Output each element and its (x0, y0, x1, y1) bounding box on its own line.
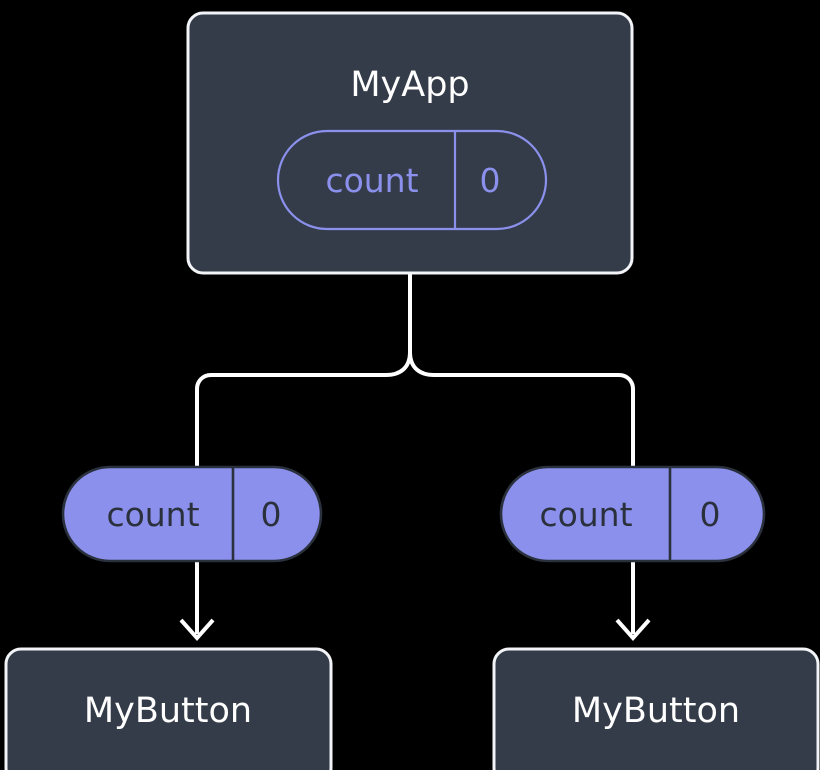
node-myapp-label: MyApp (350, 65, 469, 105)
state-pill-branch-left-shape (61, 465, 323, 563)
state-pill-root-shape (276, 129, 548, 231)
state-pill-branch-left-value: 0 (261, 495, 282, 534)
state-pill-root-key: count (325, 161, 418, 200)
state-pill-branch-right-value: 0 (700, 495, 721, 534)
node-mybutton-right-label: MyButton (572, 691, 740, 731)
state-pill-branch-right-key: count (539, 495, 632, 534)
state-pill-branch-right-shape (499, 465, 766, 563)
node-mybutton-right-box (492, 647, 820, 770)
state-pill-branch-left-key: count (106, 495, 199, 534)
node-mybutton-left-label: MyButton (84, 691, 252, 731)
state-pill-root-value: 0 (480, 161, 501, 200)
node-mybutton-right[interactable]: MyButton (492, 647, 820, 770)
state-pill-root[interactable]: count 0 (276, 129, 548, 231)
state-pill-branch-left[interactable]: count 0 (61, 465, 323, 563)
node-myapp[interactable]: MyApp count 0 (186, 11, 634, 275)
connector-arrow-right-head (615, 618, 651, 642)
connector-branch-fork (195, 274, 635, 470)
connector-arrow-left-head (179, 618, 215, 642)
node-myapp-box (186, 11, 634, 275)
node-mybutton-left[interactable]: MyButton (4, 647, 333, 770)
state-pill-branch-right[interactable]: count 0 (499, 465, 766, 563)
node-mybutton-left-box (4, 647, 333, 770)
